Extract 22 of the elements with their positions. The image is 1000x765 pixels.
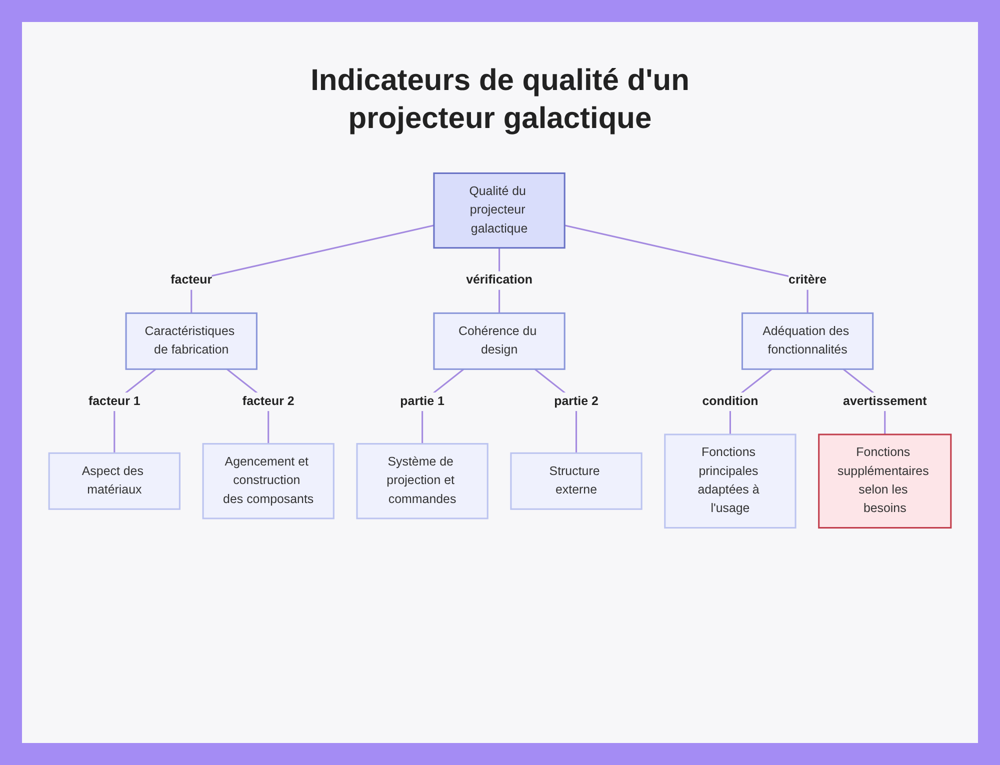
node-box: Qualité du projecteur galactique <box>433 172 566 249</box>
edge-label: critère <box>788 274 827 287</box>
diagram-title: Indicateurs de qualité d'un projecteur galactique <box>310 63 690 137</box>
connector <box>564 224 808 314</box>
edge-label: condition <box>702 394 758 408</box>
node-box: Agencement et construction des composants <box>202 443 334 520</box>
node-box: Fonctions principales adaptées à l'usage <box>664 434 796 529</box>
node-box: Système de projection et commandes <box>356 443 488 520</box>
node-box: Adéquation des fonctionnalités <box>741 312 874 370</box>
edge-label: facteur 1 <box>88 394 140 408</box>
node-box: Caractéristiques de fabrication <box>125 312 258 370</box>
connector <box>190 224 434 314</box>
edge-label: facteur <box>170 274 212 287</box>
edge-label: partie 1 <box>400 394 444 408</box>
edge-label: partie 2 <box>554 394 598 408</box>
edge-label: facteur 2 <box>242 394 294 408</box>
node-box: Structure externe <box>510 452 642 510</box>
edge-label: vérification <box>466 274 532 287</box>
node-box: Cohérence du design <box>433 312 566 370</box>
node-box: Aspect des matériaux <box>48 452 180 510</box>
edge-label: avertissement <box>843 394 927 408</box>
node-box: Fonctions supplémentaires selon les besoins <box>818 434 952 529</box>
